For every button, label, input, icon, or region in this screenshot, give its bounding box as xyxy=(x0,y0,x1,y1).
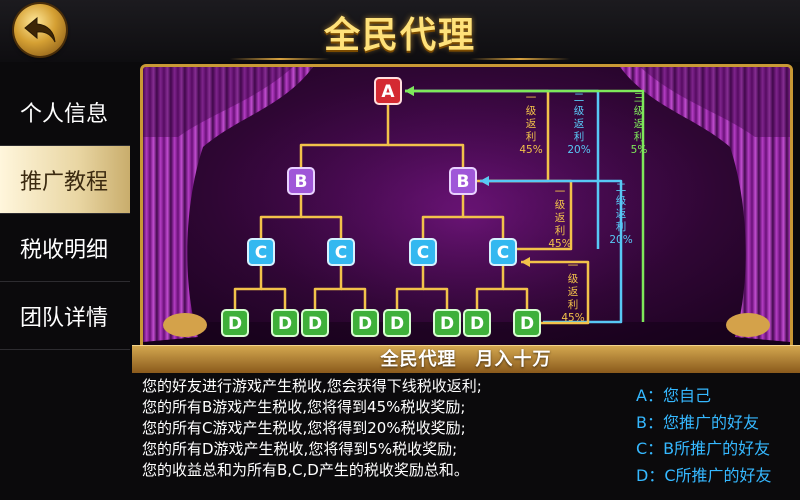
node-d: D xyxy=(301,309,329,337)
rebate-arrow-line xyxy=(521,260,590,325)
node-label: C xyxy=(335,243,347,263)
node-label: D xyxy=(520,314,534,334)
sidebar-item-label: 税收明细 xyxy=(20,237,109,263)
node-b: B xyxy=(287,167,315,195)
back-arrow-icon xyxy=(24,16,56,43)
tree-connector xyxy=(233,264,263,311)
node-a: A xyxy=(374,77,402,105)
tree-connector xyxy=(503,287,529,311)
node-label: A xyxy=(381,82,395,102)
rebate-arrowhead xyxy=(405,86,414,96)
node-d: D xyxy=(351,309,379,337)
sidebar-item-team-details[interactable]: 团队详情 xyxy=(0,282,130,350)
tree-connector xyxy=(341,287,367,311)
rebate-arrowhead xyxy=(521,257,530,267)
node-c: C xyxy=(247,238,275,266)
legend-item-a: A：您自己 xyxy=(636,386,711,405)
tree-connector xyxy=(301,215,343,240)
node-label: C xyxy=(417,243,429,263)
description-line: 您的收益总和为所有B,C,D产生的税收奖励总和。 xyxy=(142,461,469,479)
node-d: D xyxy=(433,309,461,337)
tree-connector xyxy=(388,143,465,169)
title-ornament-right xyxy=(470,58,570,60)
node-c: C xyxy=(409,238,437,266)
sidebar-item-label: 个人信息 xyxy=(20,101,109,127)
rebate-arrow-line xyxy=(405,89,645,322)
legend-item-c: C：B所推广的好友 xyxy=(636,439,771,458)
description-line: 您的好友进行游戏产生税收,您会获得下线税收返利; xyxy=(142,377,482,395)
tree-connector xyxy=(313,264,343,311)
node-c: C xyxy=(327,238,355,266)
node-label: D xyxy=(470,314,484,334)
rebate-arrowhead xyxy=(480,176,489,186)
header-bar: 全民代理 xyxy=(0,0,800,62)
legend-item-b: B：您推广的好友 xyxy=(636,412,759,432)
tree-connector xyxy=(475,264,505,311)
node-d: D xyxy=(513,309,541,337)
description-line: 您的所有B游戏产生税收,您将得到45%税收奖励; xyxy=(142,398,466,416)
tree-connectors xyxy=(233,103,529,311)
tree-connector xyxy=(299,103,390,169)
description-block: 您的好友进行游戏产生税收,您会获得下线税收返利; 您的所有B游戏产生税收,您将得… xyxy=(142,376,622,481)
description-line: 您的所有C游戏产生税收,您将得到20%税收奖励; xyxy=(142,419,466,437)
node-c: C xyxy=(489,238,517,266)
page-title: 全民代理 xyxy=(323,15,476,56)
node-label: D xyxy=(390,314,404,334)
sidebar-item-personal-info[interactable]: 个人信息 xyxy=(0,78,130,146)
node-label: D xyxy=(228,314,242,334)
node-label: C xyxy=(497,243,509,263)
tree-connector xyxy=(259,193,303,240)
tree-connector xyxy=(395,264,425,311)
node-d: D xyxy=(271,309,299,337)
node-label: D xyxy=(278,314,292,334)
legend-item-d: D：C所推广的好友 xyxy=(636,465,772,485)
node-label: D xyxy=(358,314,372,334)
node-d: D xyxy=(221,309,249,337)
legend-block: A：您自己 B：您推广的好友 C：B所推广的好友 D：C所推广的好友 xyxy=(636,383,800,489)
curtain-left xyxy=(143,67,313,342)
tree-connector xyxy=(421,193,465,240)
backdrop xyxy=(143,67,790,347)
curtain-right xyxy=(620,67,790,342)
node-label: B xyxy=(457,172,470,192)
sidebar: 个人信息 推广教程 税收明细 团队详情 xyxy=(0,78,130,350)
sidebar-item-tax-details[interactable]: 税收明细 xyxy=(0,214,130,282)
tree-connector xyxy=(261,287,287,311)
tree-connector xyxy=(423,287,449,311)
node-label: D xyxy=(440,314,454,334)
sidebar-item-label: 团队详情 xyxy=(20,305,109,331)
title-ornament-left xyxy=(230,58,330,60)
node-label: D xyxy=(308,314,322,334)
promo-banner: 全民代理 月入十万 xyxy=(132,345,800,373)
description-line: 您的所有D游戏产生税收,您将得到5%税收奖励; xyxy=(142,440,458,458)
node-label: B xyxy=(295,172,308,192)
node-b: B xyxy=(449,167,477,195)
back-button[interactable] xyxy=(14,4,66,56)
node-d: D xyxy=(463,309,491,337)
rebate-arrows xyxy=(405,86,645,325)
sidebar-item-label: 推广教程 xyxy=(20,169,109,195)
tree-connector xyxy=(463,215,505,240)
node-d: D xyxy=(383,309,411,337)
node-label: C xyxy=(255,243,267,263)
sidebar-item-promotion-tutorial[interactable]: 推广教程 xyxy=(0,146,130,214)
